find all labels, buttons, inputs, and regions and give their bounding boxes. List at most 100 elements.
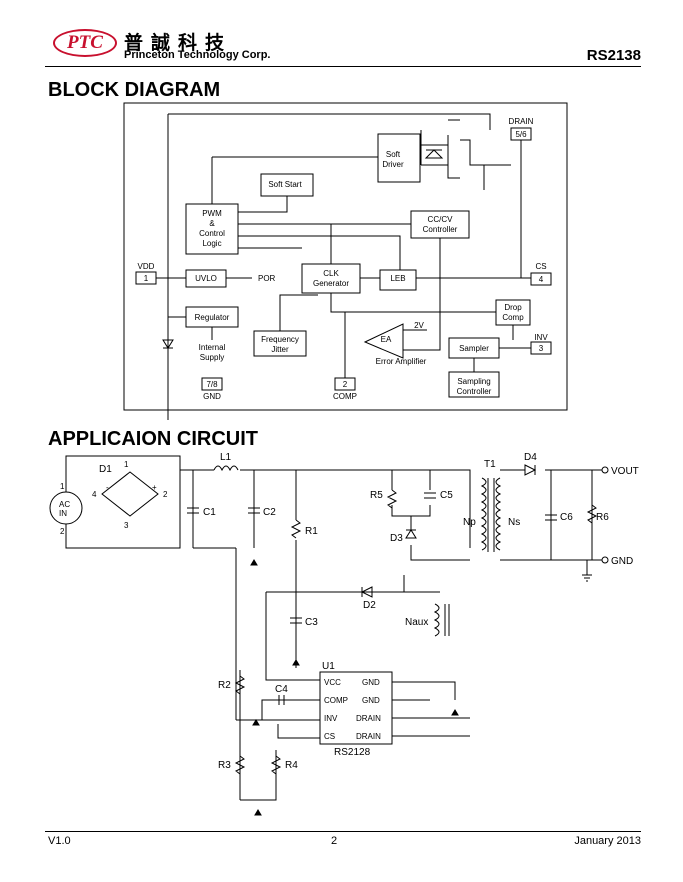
- sampling-ctrl-label-1: Sampling: [457, 377, 490, 386]
- ac-in-label-2: IN: [59, 509, 67, 518]
- ref-2v-label: 2V: [414, 321, 424, 330]
- capacitor-symbols: [187, 492, 557, 705]
- c3-label: C3: [305, 617, 318, 628]
- ground-arrows: [250, 559, 459, 816]
- r4-label: R4: [285, 760, 298, 771]
- ac-in-label-1: AC: [59, 500, 70, 509]
- u1-label: U1: [322, 661, 335, 672]
- ic-pin-gnd-2: GND: [362, 696, 380, 705]
- drain-label: DRAIN: [509, 117, 534, 126]
- c5-label: C5: [440, 490, 453, 501]
- comp-pin-num: 2: [343, 380, 348, 389]
- inv-label: INV: [534, 333, 548, 342]
- freq-jitter-label-1: Frequency: [261, 335, 299, 344]
- sampler-label: Sampler: [459, 344, 489, 353]
- r6-label: R6: [596, 512, 609, 523]
- pwm-label-1: PWM: [202, 209, 222, 218]
- block-diagram-wires: [156, 113, 531, 420]
- internal-supply-label-1: Internal: [199, 343, 226, 352]
- cs-label: CS: [535, 262, 546, 271]
- vout-label: VOUT: [611, 466, 639, 477]
- soft-driver-label-2: Driver: [382, 160, 404, 169]
- bridge-pin-2: 2: [163, 490, 168, 499]
- d2-label: D2: [363, 600, 376, 611]
- application-circuit-heading: APPLICAION CIRCUIT: [48, 428, 258, 450]
- ic-pin-gnd-1: GND: [362, 678, 380, 687]
- application-circuit: D1 L1 C1 C2 R1 R5 C5 D3 T1 Np Ns D4 C6 R…: [49, 452, 639, 816]
- ic-u1: [319, 671, 393, 745]
- clk-label-2: Generator: [313, 279, 349, 288]
- clk-label-1: CLK: [323, 269, 339, 278]
- ns-label: Ns: [508, 517, 520, 528]
- naux-label: Naux: [405, 617, 428, 628]
- comp-label: COMP: [333, 392, 357, 401]
- ea-label: EA: [381, 335, 392, 344]
- body-diode-symbol: [424, 149, 444, 159]
- error-amp-label: Error Amplifier: [376, 357, 427, 366]
- bridge-pin-1: 1: [124, 460, 129, 469]
- ic-pin-cs: CS: [324, 732, 335, 741]
- l1-label: L1: [220, 452, 232, 463]
- d4-label: D4: [524, 452, 537, 463]
- company-name-english: Princeton Technology Corp.: [124, 49, 271, 61]
- ac-pin-2: 2: [60, 527, 65, 536]
- r3-label: R3: [218, 760, 231, 771]
- r1-label: R1: [305, 526, 318, 537]
- diode-symbols: [360, 464, 537, 598]
- internal-supply-label-2: Supply: [200, 353, 224, 362]
- soft-driver-label-1: Soft: [386, 150, 401, 159]
- ic-pin-inv: INV: [324, 714, 338, 723]
- np-label: Np: [463, 517, 476, 528]
- footer-date: January 2013: [574, 835, 641, 847]
- freq-jitter-label-2: Jitter: [271, 345, 289, 354]
- leb-block: [379, 269, 417, 291]
- bridge-minus: -: [106, 483, 109, 492]
- application-wires: [180, 469, 605, 801]
- c6-label: C6: [560, 512, 573, 523]
- c1-label: C1: [203, 507, 216, 518]
- input-loop: [65, 455, 181, 549]
- part-number: RS2138: [586, 47, 641, 64]
- drop-comp-label-2: Comp: [502, 313, 524, 322]
- cs-pin-box: [530, 272, 552, 286]
- ac-source-symbol: [49, 491, 83, 525]
- cs-pin-num: 4: [539, 275, 544, 284]
- pwm-label-2: &: [209, 219, 215, 228]
- sampling-ctrl-label-2: Controller: [457, 387, 492, 396]
- ic-pin-comp: COMP: [324, 696, 348, 705]
- d3-label: D3: [390, 533, 403, 544]
- vout-terminal: [601, 466, 609, 474]
- transformer-t1: [433, 477, 502, 637]
- d1-label: D1: [99, 464, 112, 475]
- inductor-l1: [213, 465, 239, 472]
- por-label: POR: [258, 274, 276, 283]
- pwm-label-3: Control: [199, 229, 225, 238]
- vdd-label: VDD: [138, 262, 155, 271]
- ac-pin-1: 1: [60, 482, 65, 491]
- ic-pin-drain-2: DRAIN: [356, 732, 381, 741]
- error-amplifier-symbol: [363, 323, 404, 359]
- gnd-label: GND: [611, 556, 633, 567]
- vdd-pin-num: 1: [144, 274, 149, 283]
- company-name-chinese: 普誠科技: [124, 32, 233, 54]
- r2-label: R2: [218, 680, 231, 691]
- soft-driver-block: [377, 133, 421, 183]
- footer-version: V1.0: [48, 835, 71, 847]
- block-diagram-heading: BLOCK DIAGRAM: [48, 79, 221, 101]
- ic-pin-vcc: VCC: [324, 678, 341, 687]
- ic-name-label: RS2128: [334, 747, 371, 758]
- footer-page-number: 2: [331, 835, 338, 847]
- bridge-pin-4: 4: [92, 490, 97, 499]
- cccv-label-1: CC/CV: [428, 215, 454, 224]
- t1-label: T1: [484, 459, 496, 470]
- inv-pin-num: 3: [539, 344, 544, 353]
- drop-comp-label-1: Drop: [504, 303, 522, 312]
- gnd-pin-num: 7/8: [206, 380, 218, 389]
- soft-start-label: Soft Start: [268, 180, 302, 189]
- zener-diode-symbol: [162, 339, 174, 349]
- ground-symbol: [582, 574, 592, 582]
- drain-pin-num: 5/6: [515, 130, 527, 139]
- bridge-rectifier-d1: [101, 471, 159, 517]
- block-diagram-frame: [123, 102, 568, 411]
